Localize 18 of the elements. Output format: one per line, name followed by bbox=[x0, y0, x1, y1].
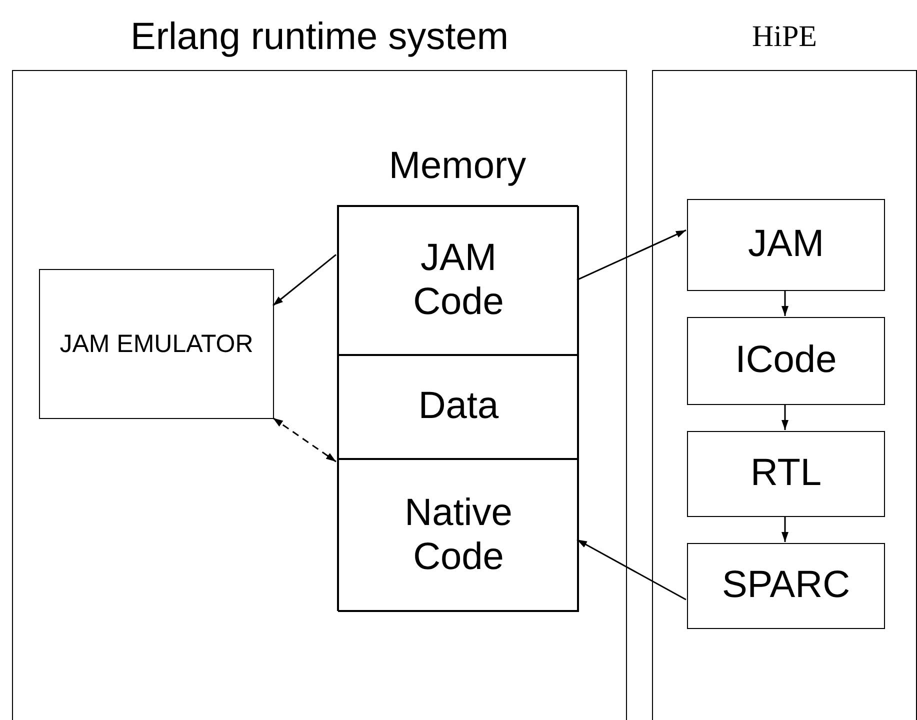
arrow bbox=[782, 290, 788, 316]
heading: Erlang runtime system bbox=[130, 16, 508, 58]
box-label: ICode bbox=[735, 339, 837, 383]
box-label: Native Code bbox=[404, 492, 514, 580]
arrow bbox=[782, 404, 788, 430]
box-label: SPARC bbox=[722, 564, 850, 608]
heading: Memory bbox=[388, 144, 526, 188]
arrow bbox=[272, 254, 336, 306]
arrow bbox=[272, 417, 336, 462]
heading: HiPE bbox=[752, 20, 817, 54]
box-label: JAM Code bbox=[412, 236, 505, 324]
box-label: Data bbox=[418, 385, 499, 429]
arrow bbox=[576, 538, 686, 600]
box-label: JAM bbox=[748, 223, 824, 267]
arrow bbox=[782, 516, 788, 542]
box-label: JAM EMULATOR bbox=[60, 330, 254, 358]
arrow bbox=[576, 230, 686, 281]
box-label: RTL bbox=[750, 452, 822, 496]
